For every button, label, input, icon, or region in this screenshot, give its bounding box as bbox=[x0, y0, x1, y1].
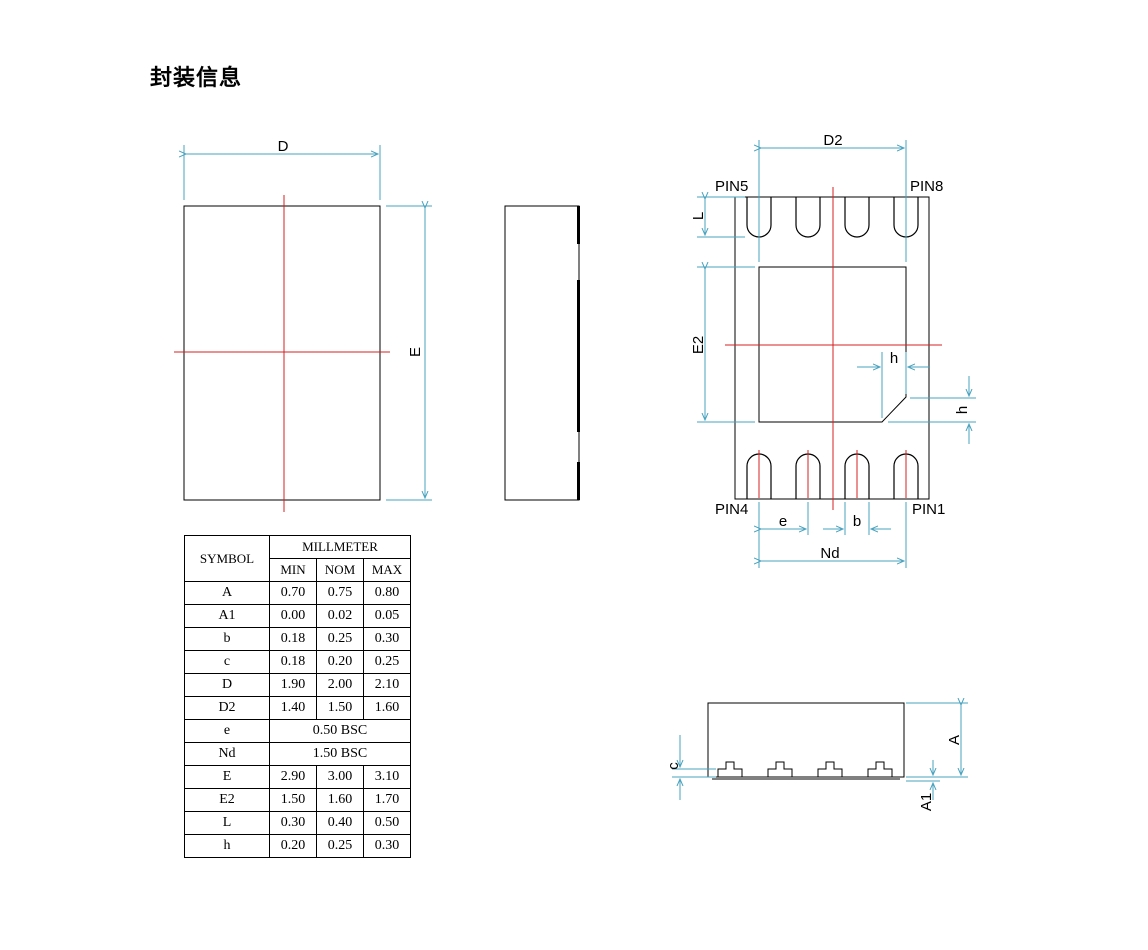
label-h-side: h bbox=[954, 406, 971, 414]
table-cell: 0.20 bbox=[316, 650, 364, 674]
table-cell: 0.50 BSC bbox=[269, 719, 411, 743]
label-a1: A1 bbox=[918, 793, 935, 811]
table-cell: 0.70 bbox=[269, 581, 317, 605]
table-cell-symbol: D2 bbox=[184, 696, 270, 720]
table-cell: 0.25 bbox=[316, 834, 364, 858]
table-cell: 0.00 bbox=[269, 604, 317, 628]
side-lead-3 bbox=[577, 462, 580, 500]
label-pin8: PIN8 bbox=[910, 178, 943, 195]
side-view bbox=[504, 205, 580, 501]
table-cell: 0.40 bbox=[316, 811, 364, 835]
label-e2: E2 bbox=[690, 336, 707, 354]
page-title: 封装信息 bbox=[150, 66, 243, 91]
table-cell: 0.02 bbox=[316, 604, 364, 628]
label-a: A bbox=[946, 735, 963, 745]
profile-lead-1 bbox=[717, 761, 743, 777]
top-view-body bbox=[183, 205, 381, 501]
table-cell-symbol: Nd bbox=[184, 742, 270, 766]
label-c: c bbox=[665, 762, 682, 770]
label-pin5: PIN5 bbox=[715, 178, 748, 195]
profile-body bbox=[707, 702, 905, 778]
table-cell: 2.90 bbox=[269, 765, 317, 789]
table-cell: 1.70 bbox=[363, 788, 411, 812]
table-cell: 0.30 bbox=[363, 627, 411, 651]
label-e-pitch: e bbox=[779, 513, 787, 530]
table-cell: 0.18 bbox=[269, 627, 317, 651]
table-cell: 0.05 bbox=[363, 604, 411, 628]
table-cell-symbol: e bbox=[184, 719, 270, 743]
table-cell: 1.40 bbox=[269, 696, 317, 720]
table-cell: 1.50 BSC bbox=[269, 742, 411, 766]
table-cell: 0.30 bbox=[363, 834, 411, 858]
bottom-view: D2 PIN5 PIN8 PIN4 PIN1 L E2 h h bbox=[690, 132, 976, 568]
table-header-nom: NOM bbox=[316, 558, 364, 582]
side-lead-2 bbox=[577, 280, 580, 432]
profile-lead-4 bbox=[867, 761, 893, 777]
table-cell: 1.60 bbox=[363, 696, 411, 720]
table-cell: 1.60 bbox=[316, 788, 364, 812]
table-cell-symbol: D bbox=[184, 673, 270, 697]
table-cell: 0.75 bbox=[316, 581, 364, 605]
table-cell: 0.80 bbox=[363, 581, 411, 605]
table-cell: 1.90 bbox=[269, 673, 317, 697]
pin-7 bbox=[844, 197, 870, 238]
label-l: L bbox=[690, 212, 707, 220]
table-cell-symbol: E bbox=[184, 765, 270, 789]
label-pin1: PIN1 bbox=[912, 501, 945, 518]
table-cell-symbol: A1 bbox=[184, 604, 270, 628]
label-d2: D2 bbox=[823, 132, 842, 149]
table-cell: 0.25 bbox=[316, 627, 364, 651]
table-cell: 0.50 bbox=[363, 811, 411, 835]
table-header-max: MAX bbox=[363, 558, 411, 582]
bottom-view-body bbox=[734, 196, 930, 500]
side-view-body bbox=[504, 205, 580, 501]
table-cell: 2.00 bbox=[316, 673, 364, 697]
label-e: E bbox=[407, 347, 424, 357]
label-nd: Nd bbox=[820, 545, 839, 562]
table-cell: 0.30 bbox=[269, 811, 317, 835]
table-cell-symbol: c bbox=[184, 650, 270, 674]
table-cell: 1.50 bbox=[316, 696, 364, 720]
table-cell: 2.10 bbox=[363, 673, 411, 697]
profile-view: A A1 c bbox=[665, 703, 968, 811]
table-cell-symbol: L bbox=[184, 811, 270, 835]
table-header-symbol: SYMBOL bbox=[184, 535, 270, 582]
table-cell-symbol: b bbox=[184, 627, 270, 651]
label-pin4: PIN4 bbox=[715, 501, 748, 518]
label-b: b bbox=[853, 513, 861, 530]
table-header-unit: MILLMETER bbox=[269, 535, 411, 559]
side-lead-1 bbox=[577, 206, 580, 244]
label-h-top: h bbox=[890, 350, 898, 367]
table-cell-symbol: h bbox=[184, 834, 270, 858]
table-cell: 0.25 bbox=[363, 650, 411, 674]
exposed-pad bbox=[758, 266, 907, 423]
table-cell: 3.10 bbox=[363, 765, 411, 789]
table-cell: 0.18 bbox=[269, 650, 317, 674]
table-cell: 1.50 bbox=[269, 788, 317, 812]
table-cell-symbol: E2 bbox=[184, 788, 270, 812]
profile-lead-3 bbox=[817, 761, 843, 777]
table-cell: 0.20 bbox=[269, 834, 317, 858]
profile-lead-2 bbox=[767, 761, 793, 777]
table-cell: 3.00 bbox=[316, 765, 364, 789]
table-cell-symbol: A bbox=[184, 581, 270, 605]
top-view: D E bbox=[174, 138, 432, 512]
label-d: D bbox=[278, 138, 289, 155]
table-header-min: MIN bbox=[269, 558, 317, 582]
pin-6 bbox=[795, 197, 821, 238]
